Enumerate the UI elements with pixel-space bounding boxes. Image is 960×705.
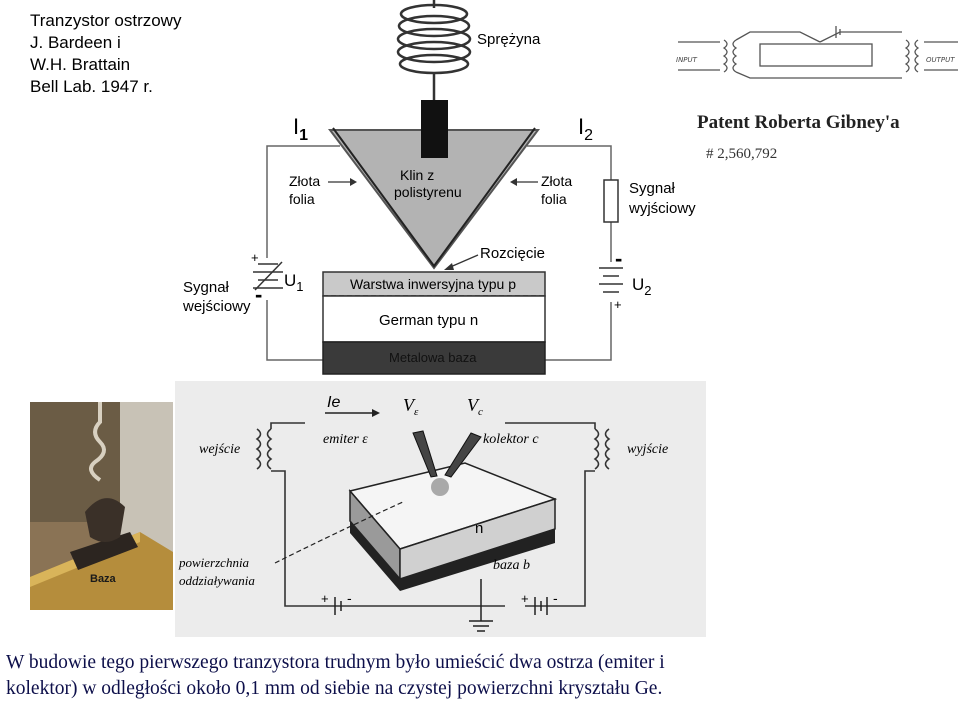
germanium-layer — [322, 295, 546, 343]
title-block: Tranzystor ostrzowy J. Bardeen i W.H. Br… — [30, 10, 181, 98]
gold-foil-left-label: Złota folia — [289, 173, 324, 207]
gold-foil-right-label: Złota folia — [541, 173, 576, 207]
sketch-right-plus: + — [521, 591, 529, 606]
inversion-layer-label: Warstwa inwersyjna typu p — [350, 276, 516, 292]
inversion-layer — [322, 271, 546, 297]
variable-source-u1 — [253, 261, 283, 291]
title-line-3: W.H. Brattain — [30, 55, 131, 74]
battery-u2 — [599, 267, 623, 293]
germanium-layer-label: German typu n — [379, 312, 478, 329]
metal-base-label: Metalowa baza — [389, 350, 477, 365]
patent-title: Patent Roberta Gibney'a — [697, 112, 900, 133]
sketch-emitter-needle — [412, 430, 438, 478]
sketch-contact-area — [431, 478, 449, 496]
sketch-n-label: n — [475, 520, 483, 537]
gold-foil — [332, 127, 536, 268]
sketch-vc-label: Vc — [467, 395, 483, 418]
title-line-2: J. Bardeen i — [30, 33, 121, 52]
input-signal-label: Sygnał wejściowy — [182, 279, 251, 315]
output-resistor — [603, 179, 619, 223]
u2-label: U2 — [632, 275, 652, 298]
crystal-stack — [322, 271, 546, 375]
sketch-collector-needle — [444, 432, 482, 478]
patent-number: # 2,560,792 — [706, 146, 778, 162]
patent-output-label: OUTPUT — [926, 56, 955, 64]
wedge-label: Klin z polistyrenu — [394, 167, 462, 200]
output-signal-label: Sygnał wyjściowy — [628, 180, 696, 217]
sketch-collector-label: kolektor c — [483, 432, 539, 447]
spring-holder-block — [421, 100, 448, 158]
transistor-photo: Baza — [30, 402, 173, 610]
patent-input-label: INPUT — [676, 56, 698, 64]
sketch-ie-label: Ie — [327, 394, 340, 411]
sketch-right-minus: - — [553, 590, 558, 606]
u2-minus-sign: - — [615, 246, 622, 271]
circuit-wires — [266, 145, 612, 361]
sketch-surface-label: powierzchnia oddziaływania — [178, 555, 255, 588]
sketch-input-label: wejście — [199, 442, 240, 457]
photo-base-label: Baza — [90, 573, 117, 585]
caption-line-2: kolektor) w odległości około 0,1 mm od s… — [6, 678, 663, 699]
title-line-1: Tranzystor ostrzowy — [30, 11, 182, 30]
sketch-ie-arrowhead — [372, 409, 380, 417]
cut-arrowhead — [444, 263, 454, 270]
gold-foil-right-arrowhead — [510, 178, 517, 186]
cut-arrow — [447, 254, 479, 269]
sketch-ve-label: Vε — [403, 395, 419, 418]
u1-minus-sign: - — [255, 282, 262, 307]
sketch-left-minus: - — [347, 590, 352, 606]
cut-label: Rozcięcie — [480, 245, 545, 262]
sketch-base-label: baza b — [493, 558, 530, 573]
u1-plus-sign: + — [251, 250, 259, 265]
spring-coil — [396, 0, 472, 100]
gold-foil-left-arrowhead — [350, 178, 357, 186]
point-contact-transistor-diagram: Sprężyna I1 I2 Złota folia Złota folia K… — [182, 0, 696, 375]
patent-sketch: INPUT OUTPUT — [676, 26, 958, 79]
sketch-left-plus: + — [321, 591, 329, 606]
transistor-sketch: Ie Vε Vc wejście wyjście emiter ε kolekt… — [175, 381, 706, 637]
current-i1-label: I1 — [293, 114, 308, 144]
caption-line-1: W budowie tego pierwszego tranzystora tr… — [6, 652, 665, 673]
u1-label: U1 — [284, 271, 304, 294]
sketch-emitter-label: emiter ε — [323, 432, 368, 447]
sketch-output-label: wyjście — [627, 442, 668, 457]
current-i2-label: I2 — [578, 114, 593, 144]
metal-base-layer — [322, 341, 546, 375]
caption: W budowie tego pierwszego tranzystora tr… — [6, 650, 956, 702]
title-line-4: Bell Lab. 1947 r. — [30, 77, 153, 96]
spring-label: Sprężyna — [477, 31, 541, 48]
u2-plus-sign: + — [614, 297, 622, 312]
